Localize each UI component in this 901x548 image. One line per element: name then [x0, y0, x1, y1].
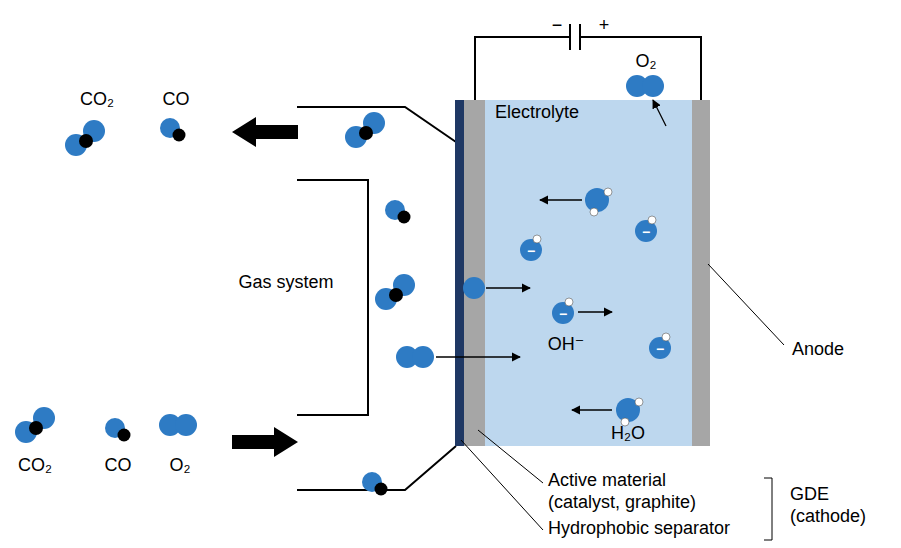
- formula-label: CO₂: [18, 455, 52, 477]
- gas-channel: [297, 107, 456, 490]
- hydroxide-ion: [649, 333, 671, 359]
- ion-label: OH⁻: [548, 334, 585, 356]
- formula-label: O₂: [170, 455, 191, 477]
- water-molecule: [616, 398, 643, 426]
- formula-label: O₂: [636, 51, 657, 73]
- charge-sign: −: [656, 342, 664, 356]
- flow-arrows: [436, 100, 666, 410]
- co-molecule: [160, 118, 186, 142]
- formula-label: H₂O: [611, 423, 645, 445]
- oxygen-atom: [463, 277, 485, 299]
- part-label: Active material (catalyst, graphite): [548, 470, 720, 513]
- co2-molecule: [375, 274, 415, 310]
- leader-lines: [461, 264, 784, 540]
- water-molecule: [585, 188, 612, 216]
- polarity-sign: −: [552, 15, 563, 37]
- hydrophobic-separator: [455, 142, 464, 446]
- electrolyte-region: [485, 100, 692, 446]
- co-molecule: [385, 200, 411, 224]
- hydroxide-ion: [520, 235, 542, 261]
- part-label: GDE (cathode): [790, 484, 885, 527]
- power-circuit: [475, 24, 701, 100]
- outflow-arrow: [232, 117, 298, 147]
- region-label: Gas system: [238, 272, 333, 294]
- hydroxide-ion: [552, 298, 574, 324]
- anode-plate: [692, 100, 710, 446]
- region-title: Electrolyte: [495, 102, 579, 123]
- formula-label: CO: [105, 455, 132, 477]
- electrolyte-region: Electrolyte: [485, 100, 692, 446]
- charge-sign: −: [642, 225, 650, 239]
- charge-sign: −: [527, 244, 535, 258]
- co-molecule: [105, 418, 131, 442]
- inflow-arrow: [232, 427, 298, 457]
- o2-molecule: [396, 346, 434, 368]
- part-label: Hydrophobic separator: [548, 518, 768, 540]
- hydroxide-ion: [635, 216, 657, 242]
- co2-molecule: [65, 120, 105, 156]
- polarity-sign: +: [599, 15, 610, 37]
- part-label: Anode: [792, 339, 844, 361]
- co2-molecule: [345, 112, 385, 148]
- co2-molecule: [15, 407, 55, 443]
- co-molecule: [362, 472, 388, 496]
- charge-sign: −: [559, 307, 567, 321]
- active-layer: [464, 100, 485, 446]
- o2-molecule: [626, 75, 664, 97]
- formula-label: CO₂: [80, 89, 114, 111]
- formula-label: CO: [163, 89, 190, 111]
- separator-top: [455, 100, 464, 142]
- o2-molecule: [159, 414, 197, 436]
